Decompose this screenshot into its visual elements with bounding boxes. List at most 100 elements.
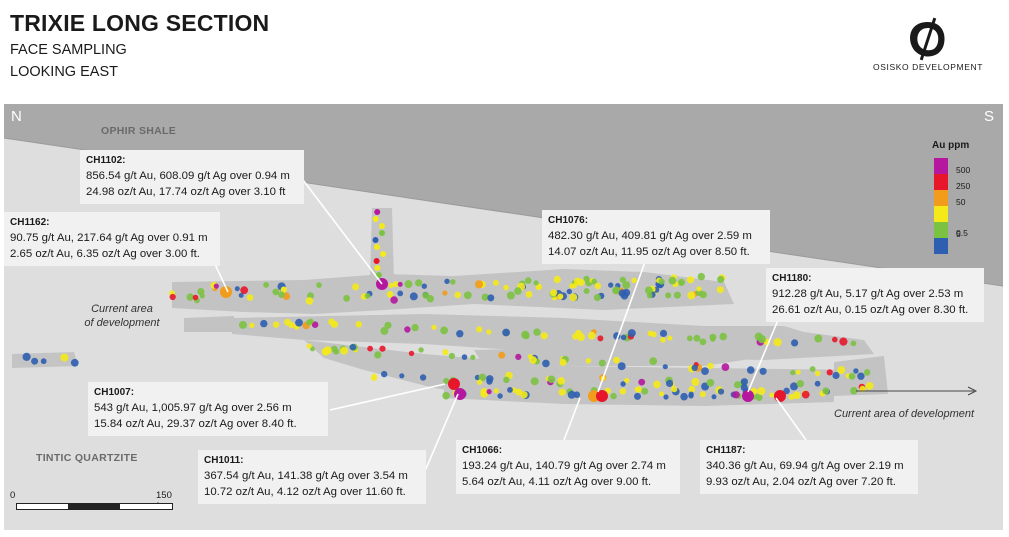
legend-label-50: 50 bbox=[956, 197, 966, 207]
sample-dot bbox=[533, 328, 541, 336]
sample-dot bbox=[461, 354, 468, 360]
sample-dot bbox=[404, 326, 411, 333]
sample-dot bbox=[492, 279, 499, 286]
sample-dot bbox=[717, 388, 725, 395]
sample-dot bbox=[444, 278, 450, 284]
sample-dot bbox=[238, 292, 244, 298]
sample-dot bbox=[375, 272, 382, 278]
legend-title: Au ppm bbox=[932, 140, 970, 151]
sample-dot bbox=[478, 373, 487, 382]
sample-dot bbox=[688, 391, 694, 397]
callout-ch1180: CH1180: 912.28 g/t Au, 5.17 g/t Ag over … bbox=[766, 268, 984, 322]
sample-dot bbox=[583, 288, 590, 294]
sample-dot bbox=[192, 294, 199, 301]
sample-dot bbox=[450, 279, 456, 285]
sample-dot bbox=[663, 394, 669, 400]
sample-dot bbox=[622, 281, 631, 290]
sample-dot bbox=[680, 392, 688, 401]
sample-dot bbox=[390, 296, 398, 304]
sample-dot bbox=[397, 290, 404, 297]
sample-dot bbox=[641, 387, 649, 395]
sample-dot bbox=[530, 377, 539, 386]
sample-dot bbox=[717, 275, 725, 283]
sample-dot bbox=[520, 391, 528, 399]
sample-dot bbox=[710, 336, 716, 342]
sample-dot bbox=[373, 244, 380, 250]
sample-dot bbox=[638, 378, 646, 386]
current-area-label-left-line2: of development bbox=[84, 317, 160, 329]
sample-dot bbox=[431, 324, 437, 330]
callout-ch1066-metric: 193.24 g/t Au, 140.79 g/t Ag over 2.74 m bbox=[462, 460, 666, 472]
sample-dot bbox=[40, 358, 47, 365]
sample-dot bbox=[678, 278, 686, 286]
sample-dot bbox=[634, 386, 640, 392]
sample-dot bbox=[619, 388, 627, 395]
callout-ch1102-imperial: 24.98 oz/t Au, 17.74 oz/t Ag over 3.10 f… bbox=[86, 186, 286, 198]
sample-dot bbox=[557, 377, 565, 385]
sample-dot bbox=[476, 379, 483, 385]
company-logo-text: OSISKO DEVELOPMENT bbox=[873, 62, 983, 72]
sample-dot bbox=[668, 276, 677, 285]
callout-ch1066: CH1066: 193.24 g/t Au, 140.79 g/t Ag ove… bbox=[456, 440, 680, 494]
sample-dot bbox=[659, 391, 664, 397]
sample-dot bbox=[585, 358, 592, 364]
sample-dot bbox=[814, 380, 821, 387]
callout-ch1180-metric: 912.28 g/t Au, 5.17 g/t Ag over 2.53 m bbox=[772, 288, 964, 300]
sample-dot bbox=[463, 291, 472, 300]
sample-dot bbox=[542, 359, 550, 368]
sample-dot bbox=[790, 382, 798, 391]
sample-dot bbox=[701, 367, 709, 375]
sample-dot bbox=[364, 293, 371, 299]
sample-dot bbox=[837, 366, 846, 375]
sample-dot bbox=[658, 278, 665, 285]
sample-dot bbox=[409, 292, 418, 301]
sample-dot bbox=[865, 382, 874, 390]
callout-ch1066-imperial: 5.64 oz/t Au, 4.11 oz/t Ag over 9.00 ft. bbox=[462, 476, 652, 488]
sample-dot bbox=[697, 272, 705, 281]
sample-dot bbox=[373, 258, 380, 264]
sample-dot bbox=[443, 377, 450, 385]
sample-dot bbox=[272, 288, 280, 296]
sample-dot bbox=[384, 321, 392, 329]
sample-dot bbox=[848, 373, 856, 380]
sample-dot bbox=[442, 290, 448, 296]
sample-dot bbox=[659, 329, 668, 337]
legend: Au ppm 500 250 50 5 bbox=[926, 138, 978, 254]
sample-dot bbox=[246, 294, 254, 301]
sample-dot bbox=[440, 326, 448, 335]
sample-dot bbox=[374, 351, 382, 359]
sample-dot bbox=[529, 356, 537, 364]
high-grade-sample-dot bbox=[596, 390, 608, 402]
sample-dot bbox=[386, 290, 394, 298]
sample-dot bbox=[653, 380, 661, 389]
sample-dot bbox=[481, 293, 489, 301]
scale-start-label: 0 bbox=[10, 490, 16, 501]
sample-dot bbox=[673, 291, 681, 299]
callout-ch1162-imperial: 2.65 oz/t Au, 6.35 oz/t Ag over 3.00 ft. bbox=[10, 248, 200, 260]
sample-dot bbox=[474, 280, 484, 289]
sample-dot bbox=[791, 339, 799, 347]
sample-dot bbox=[454, 291, 462, 299]
sample-dot bbox=[600, 375, 606, 381]
sample-dot bbox=[716, 286, 724, 294]
sample-dot bbox=[577, 333, 585, 342]
sample-dot bbox=[649, 357, 658, 365]
callout-ch1007-id: CH1007: bbox=[94, 387, 135, 398]
sample-dot bbox=[814, 334, 823, 343]
sample-dot bbox=[379, 345, 386, 352]
sample-dot bbox=[349, 343, 357, 351]
sample-dot bbox=[380, 326, 389, 335]
sample-dot bbox=[627, 329, 636, 338]
sample-dot bbox=[853, 368, 859, 374]
sample-dot bbox=[404, 280, 413, 289]
callout-ch1066-id: CH1066: bbox=[462, 445, 503, 456]
development-arrow-icon bbox=[967, 386, 978, 396]
sample-dot bbox=[240, 286, 249, 295]
sample-dot bbox=[721, 363, 730, 371]
sample-dot bbox=[392, 281, 399, 288]
high-grade-sample-dot bbox=[448, 378, 460, 390]
sample-dot bbox=[773, 338, 782, 347]
callout-ch1076: CH1076: 482.30 g/t Au, 409.81 g/t Ag ove… bbox=[542, 210, 770, 264]
sample-dot bbox=[613, 356, 620, 364]
sample-dot bbox=[503, 284, 509, 291]
